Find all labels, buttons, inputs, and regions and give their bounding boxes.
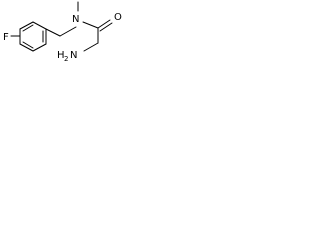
- amine-h-label: H: [57, 50, 65, 61]
- ring-to-ch2-bond: [45, 28, 61, 37]
- carbonyl-bond-1: [97, 19, 111, 29]
- amine-n-label: N: [70, 50, 77, 61]
- ring-bond-5: [19, 43, 34, 52]
- ring-double-bond-1: [22, 24, 34, 32]
- ring-bond-2: [32, 21, 47, 30]
- molecule-diagram: F N O H 2 N: [0, 0, 130, 68]
- amine-subscript-label: 2: [64, 55, 68, 63]
- nitrogen-label: N: [72, 14, 79, 25]
- oxygen-label: O: [114, 12, 122, 23]
- carbonyl-bond-2: [99, 22, 113, 32]
- ring-bond-1: [19, 21, 34, 30]
- ch2-to-amine-bond: [83, 42, 99, 52]
- ch2-to-n-bond: [59, 26, 77, 37]
- benzene-ring: [19, 21, 47, 52]
- n-to-carbonyl-bond: [82, 21, 99, 29]
- ring-double-bond-3: [22, 41, 34, 49]
- fluorine-label: F: [3, 32, 9, 43]
- ring-bond-4: [32, 43, 47, 52]
- structure-svg: F N O H 2 N: [3, 1, 122, 63]
